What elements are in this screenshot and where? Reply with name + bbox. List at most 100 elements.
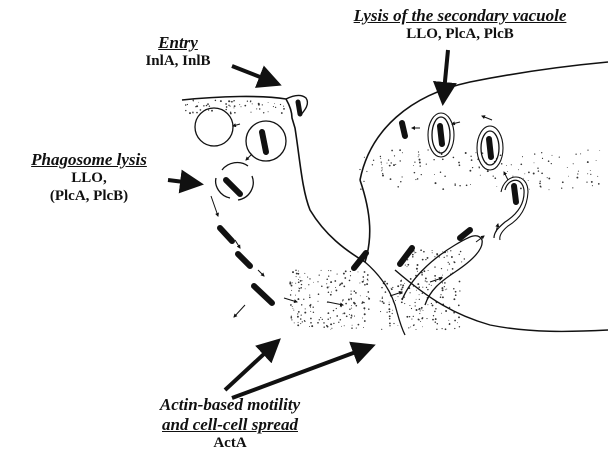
stipple-dot: [444, 286, 445, 287]
motility-title-1: Actin-based motility: [120, 395, 340, 415]
stipple-dot: [416, 299, 417, 300]
stipple-dot: [459, 185, 460, 186]
stipple-dot: [274, 103, 275, 104]
stipple-dot: [479, 167, 480, 168]
stipple-dot: [280, 104, 281, 105]
stipple-dot: [447, 251, 448, 252]
stipple-dot: [472, 167, 473, 168]
stipple-dot: [591, 181, 593, 183]
stipple-dot: [351, 291, 352, 292]
stipple-dot: [350, 275, 351, 276]
stipple-dot: [259, 108, 260, 109]
stipple-dot: [435, 321, 437, 323]
stipple-dot: [343, 312, 345, 314]
stipple-dot: [416, 290, 417, 291]
stipple-dot: [458, 305, 460, 307]
stipple-dot: [333, 310, 334, 311]
stipple-dot: [363, 181, 364, 182]
stipple-dot: [433, 159, 434, 160]
stipple-dot: [330, 323, 332, 325]
stipple-dot: [362, 276, 364, 278]
stipple-dot: [494, 177, 496, 179]
stipple-dot: [441, 287, 443, 289]
stipple-dot: [228, 100, 230, 102]
stipple-dot: [343, 273, 345, 275]
stipple-dot: [427, 149, 428, 150]
stipple-dot: [363, 281, 364, 282]
stipple-dot: [290, 317, 292, 319]
stipple-dot: [421, 174, 422, 175]
stipple-dot: [393, 323, 394, 324]
stipple-dot: [348, 299, 350, 301]
stipple-dot: [250, 101, 251, 102]
stipple-dot: [367, 274, 369, 276]
stipple-dot: [301, 284, 302, 285]
stipple-dot: [493, 175, 494, 176]
stipple-dot: [322, 319, 323, 320]
stipple-dot: [330, 329, 331, 330]
stipple-dot: [295, 283, 296, 284]
stipple-dot: [231, 101, 233, 103]
stipple-dot: [469, 170, 471, 172]
stipple-dot: [297, 313, 298, 314]
stipple-dot: [349, 309, 350, 310]
stipple-dot: [383, 302, 385, 304]
stipple-dot: [522, 156, 523, 157]
stipple-dot: [445, 328, 447, 330]
stipple-dot: [344, 277, 346, 279]
stipple-dot: [397, 296, 398, 297]
stipple-dot: [351, 314, 353, 316]
stipple-dot: [419, 159, 421, 161]
stipple-dot: [422, 259, 424, 261]
stipple-dot: [381, 170, 382, 171]
stipple-dot: [425, 277, 427, 279]
stipple-dot: [366, 171, 367, 172]
stipple-dot: [455, 183, 456, 184]
stipple-dot: [470, 156, 471, 157]
stipple-dot: [298, 271, 299, 272]
stipple-dot: [480, 175, 481, 176]
stipple-dot: [598, 183, 600, 185]
stipple-dot: [292, 282, 293, 283]
neighbor-cell-membrane: [360, 62, 608, 180]
stipple-dot: [185, 104, 187, 106]
stipple-dot: [319, 319, 320, 320]
stipple-dot: [309, 297, 311, 299]
stipple-dot: [362, 318, 363, 319]
stipple-dot: [401, 280, 402, 281]
stipple-dot: [298, 279, 299, 280]
stipple-dot: [334, 280, 336, 282]
stipple-dot: [289, 283, 291, 285]
stipple-dot: [471, 159, 473, 161]
stipple-dot: [431, 285, 432, 286]
stipple-dot: [262, 104, 263, 105]
stipple-dot: [391, 162, 392, 163]
stipple-dot: [551, 163, 552, 164]
stipple-dot: [426, 287, 427, 288]
stipple-dot: [196, 112, 198, 114]
stipple-dot: [520, 163, 522, 165]
stipple-dot: [335, 289, 337, 291]
stipple-dot: [381, 329, 382, 330]
stipple-dot: [421, 307, 423, 309]
stipple-dot: [344, 325, 345, 326]
stipple-dot: [459, 290, 460, 291]
stipple-dot: [435, 182, 437, 184]
stipple-dot: [427, 289, 428, 290]
stipple-dot: [345, 303, 347, 305]
stipple-dot: [432, 319, 434, 321]
stipple-dot: [470, 184, 471, 185]
stipple-dot: [309, 295, 310, 296]
stipple-dot: [417, 178, 419, 180]
stipple-dot: [520, 187, 522, 189]
stipple-dot: [381, 164, 382, 165]
label-motility: Actin-based motility and cell-cell sprea…: [120, 395, 340, 453]
stipple-dot: [389, 318, 390, 319]
stipple-dot: [435, 308, 437, 310]
stipple-dot: [597, 176, 598, 177]
stipple-dot: [386, 312, 387, 313]
stipple-dot: [350, 317, 352, 319]
stipple-dot: [416, 268, 418, 270]
stipple-dot: [418, 318, 419, 319]
stipple-dot: [409, 305, 410, 306]
